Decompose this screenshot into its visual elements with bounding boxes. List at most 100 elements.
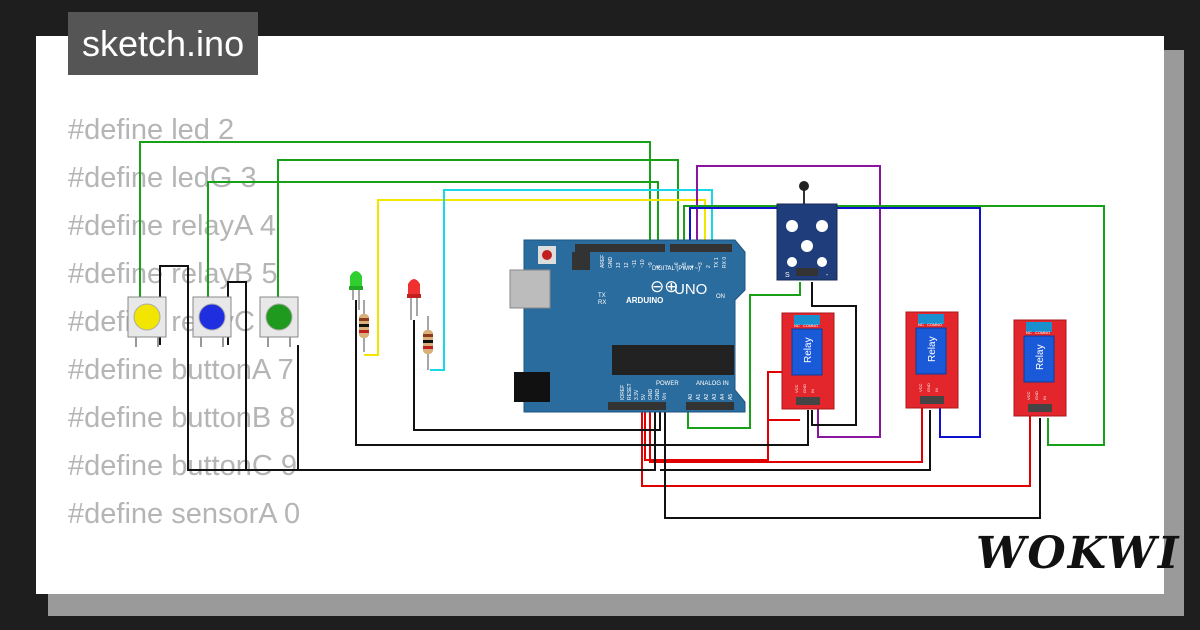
led-green[interactable] (349, 271, 363, 310)
pin-label: 7 (666, 265, 672, 268)
pin-label: ~6 (674, 262, 680, 268)
wire-blue (689, 207, 981, 438)
arduino-logo-icon: ⊖⊕ (650, 277, 679, 297)
button-yellow[interactable] (127, 296, 167, 347)
wire-black (664, 398, 1041, 519)
pin-label: 2 (706, 265, 712, 268)
ntc-sensor[interactable]: S - (776, 181, 838, 281)
button-blue[interactable] (192, 296, 232, 347)
pin-label: GND (608, 257, 614, 269)
atmega-chip (612, 345, 734, 375)
pin-label: A1 (696, 394, 702, 400)
pin-label: 8 (656, 265, 662, 268)
pin-label: 12 (624, 262, 630, 268)
relay-pin-label: IN (934, 388, 939, 392)
pin-label: A2 (704, 394, 710, 400)
code-line: #define relayB 5 (68, 258, 278, 290)
header-top-right (670, 244, 732, 252)
wire-black (159, 265, 656, 471)
code-line: #define led 2 (68, 114, 235, 146)
resistor (359, 300, 369, 352)
relay-terminal-label: COM (1035, 330, 1044, 335)
tx-label: TX (598, 293, 606, 299)
relay-terminal-label: COM (803, 323, 812, 328)
pin-label: A5 (728, 394, 734, 400)
led-red[interactable] (407, 279, 421, 320)
board-brand: ARDUINO (626, 296, 663, 305)
power-label: POWER (656, 381, 679, 387)
relay-terminal-label: NO (1044, 330, 1050, 335)
wire-green (277, 159, 679, 300)
wire-red (641, 398, 1031, 487)
code-line: #define relayA 4 (68, 210, 276, 242)
wire-black (413, 320, 661, 431)
pin-label: ~3 (698, 262, 704, 268)
wire-green (683, 205, 1105, 446)
wire-purple (696, 165, 881, 438)
wire-green (687, 282, 801, 429)
relay-pin-label: VCC (794, 384, 799, 393)
wire-black (660, 410, 931, 471)
relay-pin-label: IN (1042, 396, 1047, 400)
pin-label: ~11 (632, 260, 638, 268)
relay-pin-label: GND (802, 384, 807, 393)
header-top-left (575, 244, 665, 252)
relay-label: Relay (927, 336, 938, 362)
sensor-pin-minus: - (826, 272, 829, 279)
analog-label: ANALOG IN (696, 381, 729, 387)
pin-label: IOREF (620, 385, 626, 400)
wire-yellow (364, 199, 706, 356)
pin-label: RX 0 (722, 257, 728, 268)
pin-label: 3.3V (634, 389, 640, 400)
file-title: sketch.ino (68, 12, 259, 75)
relay-terminal-label: NC (794, 323, 800, 328)
pin-label: Vin (662, 393, 668, 400)
header-power (608, 402, 666, 410)
rx-label: RX (598, 300, 606, 306)
relay-terminal-label: NC (918, 322, 924, 327)
pin-label: TX 1 (714, 257, 720, 268)
wire-green (139, 141, 651, 300)
wire-black (355, 300, 809, 446)
pin-label: GND (648, 389, 654, 401)
relay-pin-label: GND (1034, 391, 1039, 400)
wokwi-logo: WOKWI (976, 525, 1178, 583)
pin-label: ~5 (682, 262, 688, 268)
relay-pin-label: GND (926, 383, 931, 392)
wire-green (207, 181, 659, 300)
button-green[interactable] (259, 296, 299, 347)
pin-label: 5V (641, 393, 647, 400)
pin-label: ~10 (640, 259, 646, 268)
relay-terminal-label: NO (812, 323, 818, 328)
relay-terminal-label: NO (936, 322, 942, 327)
relay-terminal-label: COM (927, 322, 936, 327)
relay-pin-label: IN (810, 389, 815, 393)
relay-label: Relay (1035, 344, 1046, 370)
pin-label: AREF (600, 255, 606, 268)
relay-pin-label: VCC (1026, 391, 1031, 400)
code-line: #define sensorA 0 (68, 498, 301, 530)
pin-label: A3 (712, 394, 718, 400)
pin-label: A4 (720, 394, 726, 400)
board-model: UNO (674, 281, 707, 298)
pin-label: A0 (688, 394, 694, 400)
relay-label: Relay (803, 337, 814, 363)
pin-label: 4 (690, 265, 696, 268)
arduino-uno-board[interactable]: ⊖⊕ UNO ARDUINO DIGITAL (PWM ~) ON TX RX … (509, 239, 746, 413)
usb-port (509, 269, 551, 309)
sensor-pin-s: S (785, 272, 790, 279)
resistor (423, 316, 433, 370)
header-analog (686, 402, 734, 410)
wires (139, 141, 1105, 519)
digital-label: DIGITAL (PWM ~) (652, 266, 700, 272)
pin-label: GND (655, 389, 661, 401)
wire-black (811, 282, 857, 426)
